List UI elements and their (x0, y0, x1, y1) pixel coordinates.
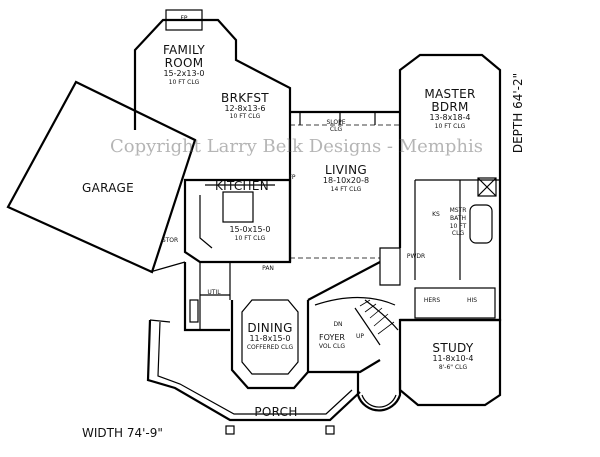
master-bdrm-label-2: BDRM (431, 100, 469, 114)
ks-label: KS (432, 211, 440, 218)
pan-label: PAN (262, 265, 274, 272)
master-bdrm-label: MASTER (424, 87, 476, 101)
brkfst-label: BRKFST (221, 91, 269, 105)
fireplace-living-label: FP (288, 174, 296, 181)
study-label: STUDY (432, 341, 474, 355)
util-label: UTIL (207, 289, 221, 296)
copyright-watermark: Copyright Larry Belk Designs - Memphis (110, 136, 483, 157)
foyer-label: FOYER (319, 333, 345, 342)
dining-walls (230, 299, 310, 390)
stor-label: STOR (161, 237, 179, 244)
utility-walls (149, 261, 231, 332)
dining-ceiling: COFFERED CLG (246, 344, 294, 351)
kitchen-ceiling: 10 FT CLG (234, 235, 266, 242)
living-dim: 18-10x20-8 (322, 176, 370, 185)
master-bdrm-ceiling: 10 FT CLG (434, 123, 466, 130)
master-bdrm-dim: 13-8x18-4 (429, 113, 471, 122)
mstr-bath-label: MSTR (449, 207, 467, 214)
fireplace-top-label: FP (180, 15, 188, 22)
width-label: WIDTH 74'-9" (82, 426, 163, 440)
porch-label: PORCH (254, 405, 298, 419)
study-ceiling: 8'-6" CLG (438, 364, 468, 371)
foyer-walls (307, 261, 399, 374)
kitchen-dim: 15-0x15-0 (229, 225, 271, 234)
living-ceiling: 14 FT CLG (330, 186, 362, 193)
living-label: LIVING (324, 163, 368, 177)
living-walls (288, 110, 400, 262)
foyer-ceiling: VOL CLG (318, 343, 346, 350)
brkfst-dim: 12-8x13-6 (224, 104, 266, 113)
garage-label: GARAGE (81, 181, 135, 195)
hers-closet-label: HERS (423, 297, 441, 304)
porch-walls (146, 319, 361, 435)
pwdr-label: PWDR (406, 253, 426, 260)
kitchen-label: KITCHEN (214, 179, 270, 193)
family-room-label-2: ROOM (164, 56, 204, 70)
kitchen-walls (183, 178, 292, 264)
entry-bay (340, 370, 402, 412)
powder-walls (379, 247, 401, 286)
brkfst-ceiling: 10 FT CLG (229, 113, 261, 120)
his-closet-label: HIS (466, 297, 478, 304)
study-dim: 11-8x10-4 (432, 354, 474, 363)
family-room-dim: 15-2x13-0 (163, 69, 205, 78)
stair-up-label: UP (355, 333, 364, 340)
mstr-bath-ceiling: 10 FT (449, 223, 467, 230)
family-room-walls (133, 9, 292, 130)
dining-label: DINING (247, 321, 293, 335)
depth-label: DEPTH 64'-2" (511, 72, 526, 154)
family-room-label: FAMILY (162, 43, 206, 57)
slope-clg-label: CLG (329, 126, 343, 133)
slope-label: SLOPE (326, 119, 346, 126)
family-room-ceiling: 10 FT CLG (168, 79, 200, 86)
dining-dim: 11-8x15-0 (249, 334, 291, 343)
mstr-bath-label-2: BATH (450, 215, 466, 222)
stair-dn-label: DN (333, 321, 343, 328)
mstr-bath-ceiling-2: CLG (451, 230, 465, 237)
